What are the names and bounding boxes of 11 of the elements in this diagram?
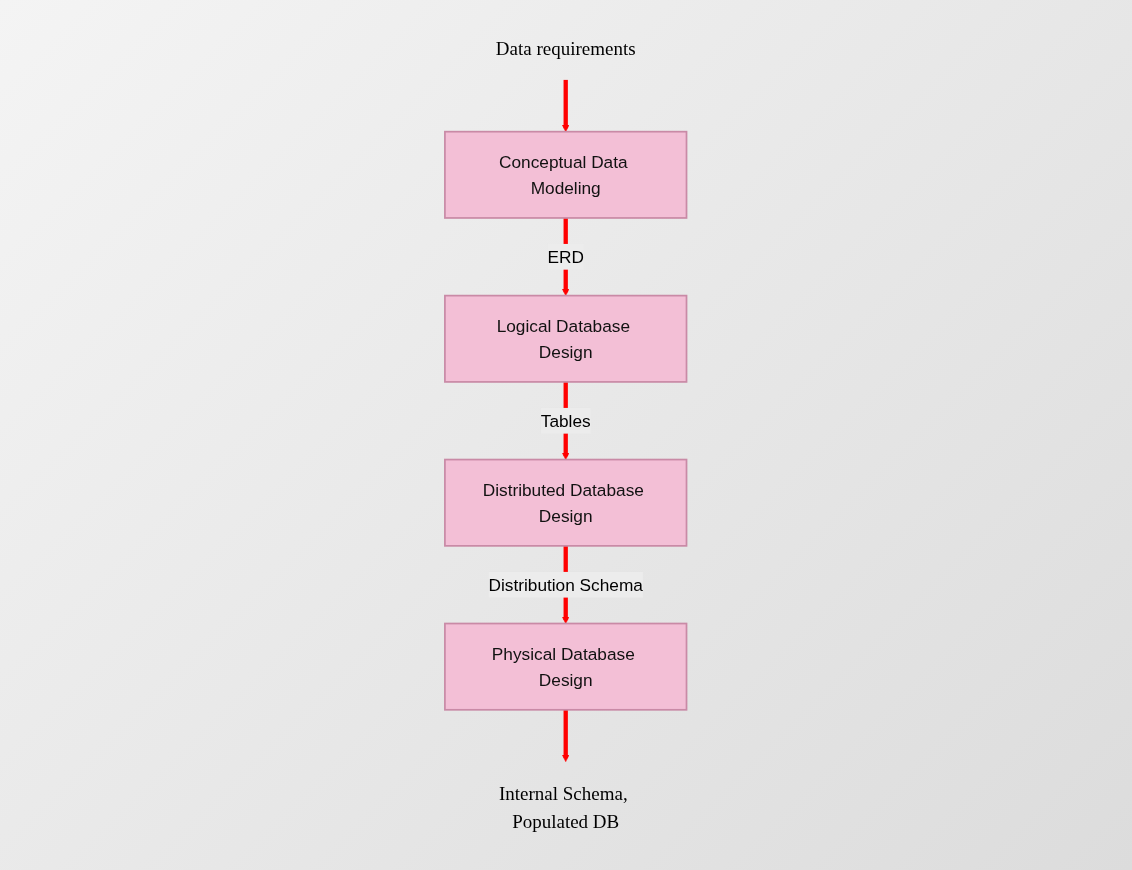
node-box: Conceptual Data Modeling — [444, 130, 688, 219]
edge-label: Tables — [541, 411, 591, 431]
arrow — [562, 709, 570, 762]
node-box: Physical Database Design — [444, 622, 688, 711]
arrow — [562, 79, 570, 133]
edge-label: Distribution Schema — [488, 575, 644, 595]
node-box: Logical Database Design — [444, 294, 688, 383]
node-text: Data requirements — [496, 37, 636, 60]
edge-label: ERD — [547, 247, 585, 267]
node-box: Distributed Database Design — [444, 458, 688, 547]
node-text: Internal Schema, Populated DB — [499, 782, 628, 833]
